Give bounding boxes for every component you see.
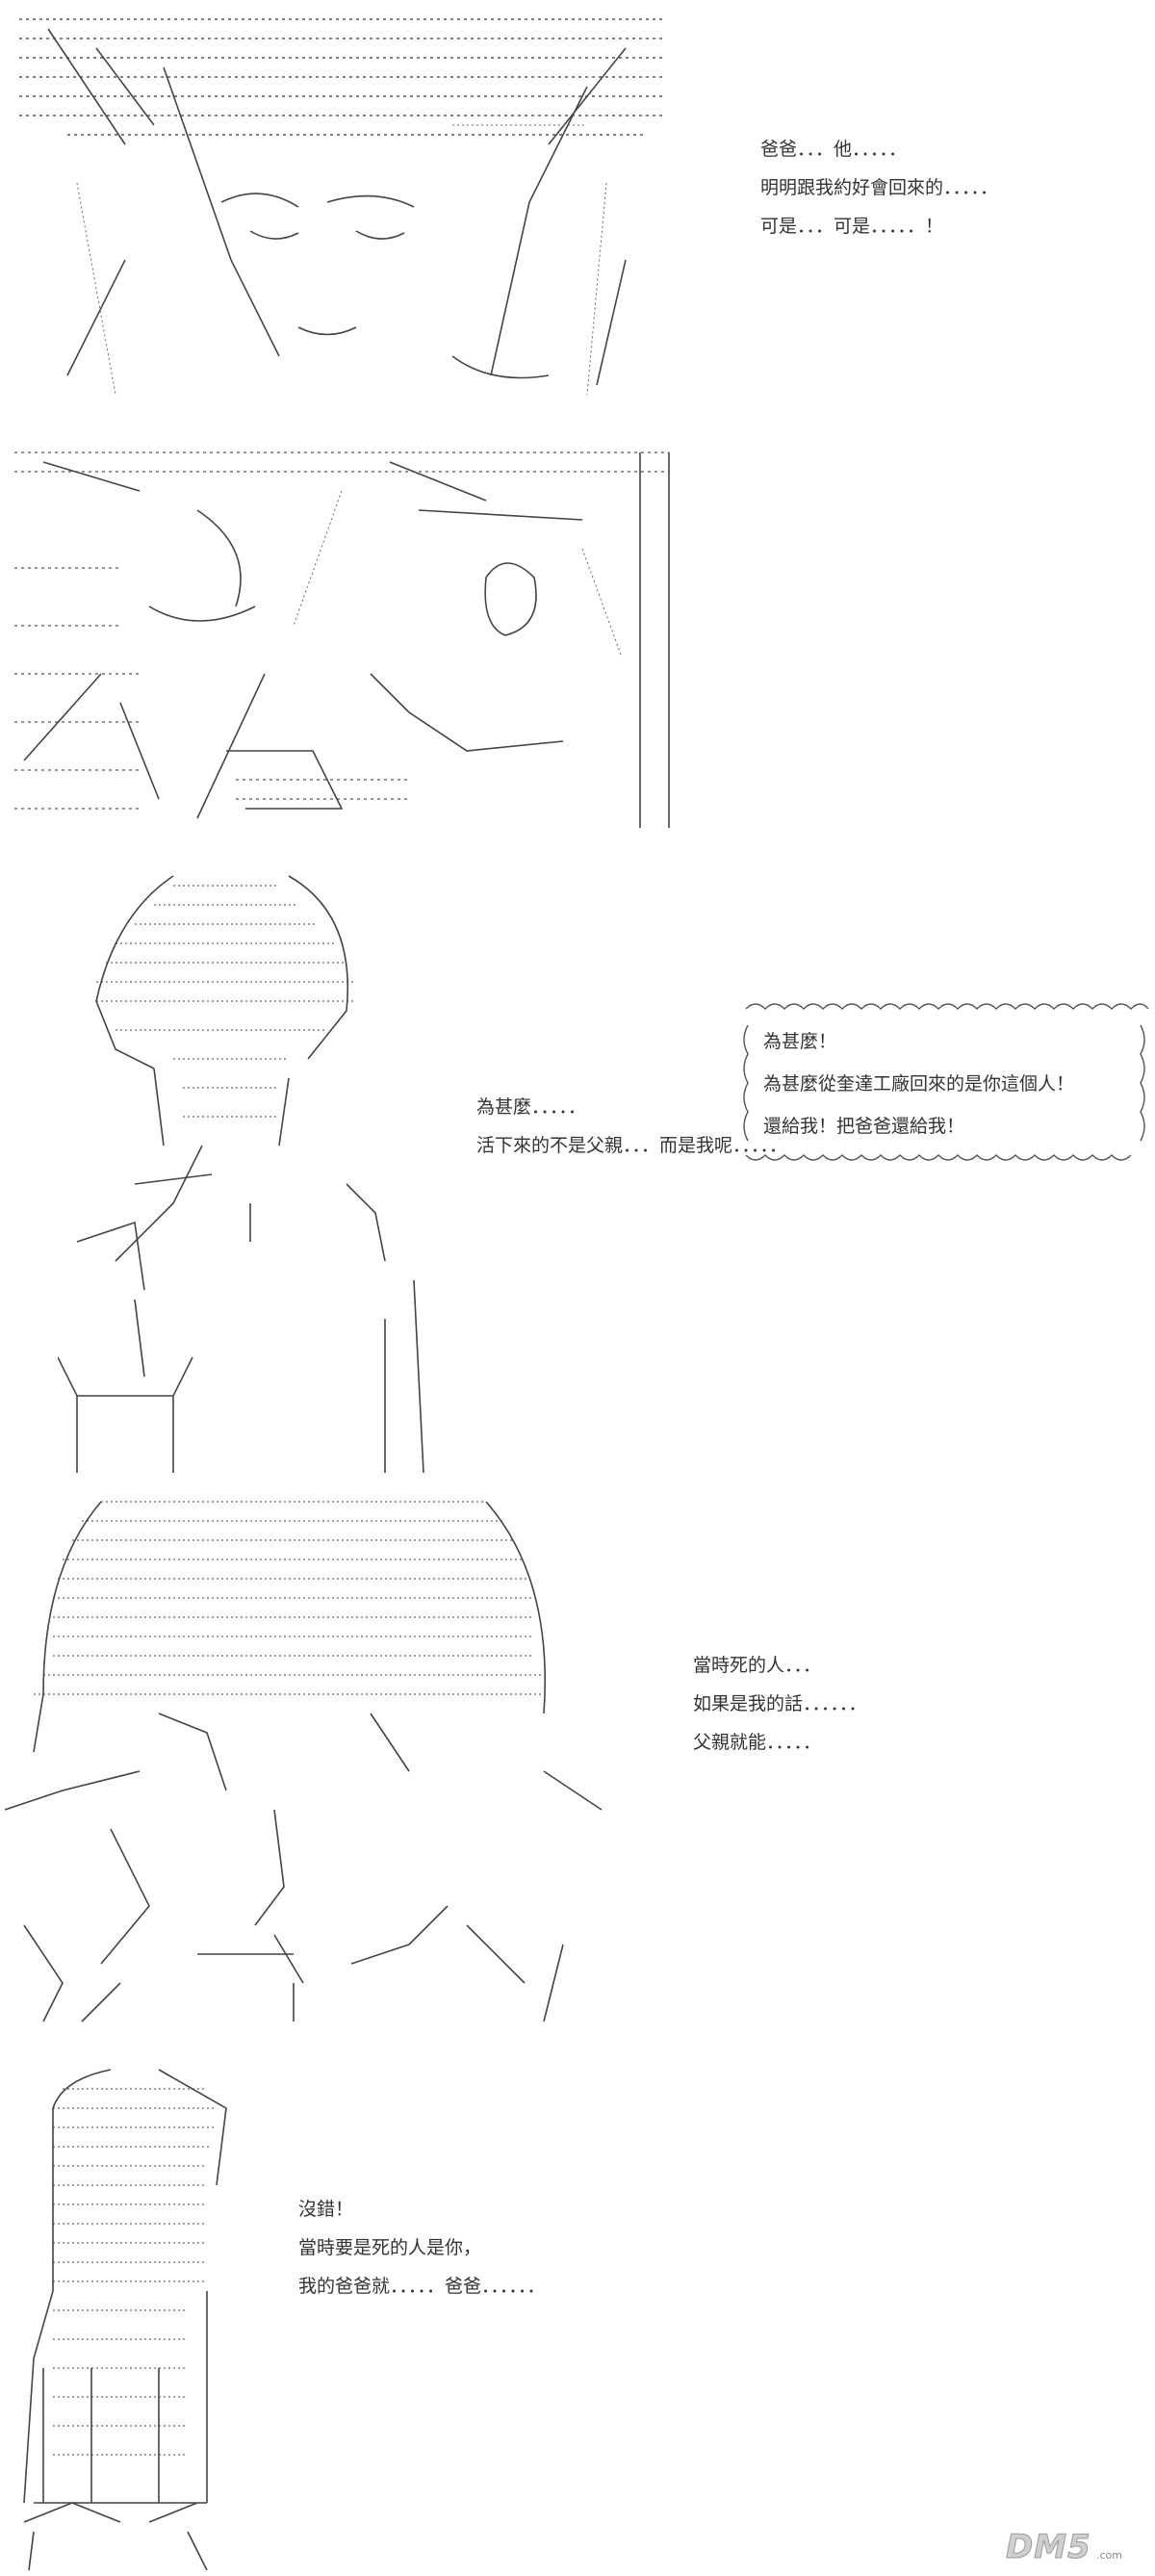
dialog-line: 還給我！把爸爸還給我！ [763,1116,965,1137]
dialog-line: 為甚麼從奎達工廠回來的是你這個人！ [763,1073,1075,1095]
dialog-line: 當時死的人．．． [693,1655,822,1676]
dialog-text-1: 爸爸．．．他．．．．． 明明跟我約好會回來的．．．．． 可是．．．可是．．．．．… [760,130,998,245]
ascii-art-angry-scene [5,433,679,837]
dialog-line: 為甚麼．．．．． [476,1096,587,1118]
dialog-line: 沒錯！ [298,2199,354,2220]
dialog-line: 當時要是死的人是你， [298,2237,482,2258]
dialog-line: 爸爸．．．他．．．．． [760,139,908,160]
panel-1: 爸爸．．．他．．．．． 明明跟我約好會回來的．．．．． 可是．．．可是．．．．．… [0,0,1155,424]
ascii-art-crying-face [10,10,683,414]
panel-2: 為甚麼！ 為甚麼從奎達工廠回來的是你這個人！ 還給我！把爸爸還給我！ [0,424,1155,828]
watermark-domain: .com [1096,2549,1122,2562]
dialog-line: 父親就能．．．．． [693,1732,822,1753]
ascii-art-kneeling-figure [5,1482,621,2041]
dialog-line: 明明跟我約好會回來的．．．．． [760,177,999,198]
dialog-text-5: 沒錯！ 當時要是死的人是你， 我的爸爸就．．．．．爸爸．．．．．． [298,2190,546,2306]
bubble-text: 為甚麼！ 為甚麼從奎達工廠回來的是你這個人！ 還給我！把爸爸還給我！ [763,1020,1074,1147]
dm5-watermark-logo: DM5 .com [1006,2522,1150,2570]
ascii-art-back-figure [14,2050,265,2570]
shout-speech-bubble: 為甚麼！ 為甚麼從奎達工廠回來的是你這個人！ 還給我！把爸爸還給我！ [736,1001,1150,1167]
watermark-text: DM5 [1006,2528,1091,2567]
panel-5: 沒錯！ 當時要是死的人是你， 我的爸爸就．．．．．爸爸．．．．．． [0,2041,1155,2576]
panel-3: 為甚麼．．．．． 活下來的不是父親．．．而是我呢．．．．． [0,828,1155,1463]
dialog-line: 我的爸爸就．．．．．爸爸．．．．．． [298,2276,546,2297]
panel-4: 當時死的人．．． 如果是我的話．．．．．． 父親就能．．．．． [0,1463,1155,2041]
dialog-line: 如果是我的話．．．．．． [693,1693,867,1714]
dialog-line: 可是．．．可是．．．．．！ [760,216,944,237]
dialog-text-4: 當時死的人．．． 如果是我的話．．．．．． 父親就能．．．．． [693,1646,867,1762]
dialog-line: 活下來的不是父親．．．而是我呢．．．．． [476,1135,788,1156]
dialog-text-3: 為甚麼．．．．． 活下來的不是父親．．．而是我呢．．．．． [476,1088,787,1165]
ascii-art-standing-figure [58,857,500,1473]
dialog-line: 為甚麼！ [763,1031,837,1052]
bubble-frame [736,1001,1150,1167]
